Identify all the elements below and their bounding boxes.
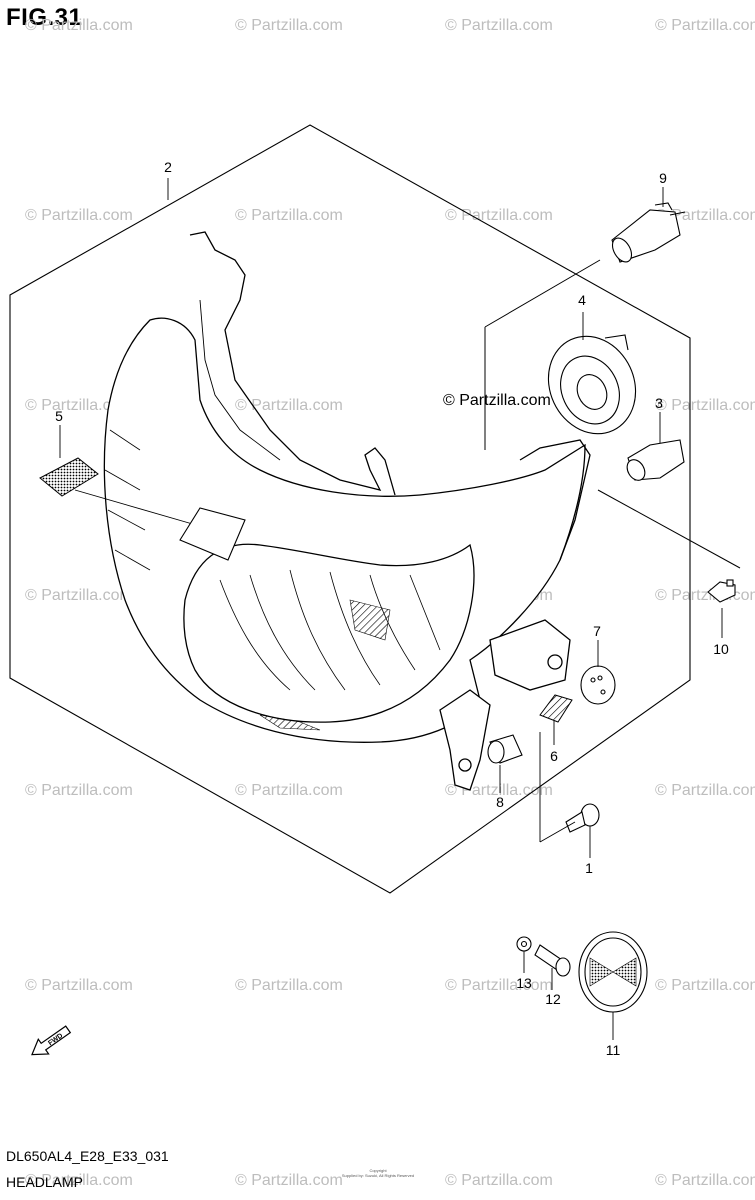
watermark-text: © Partzilla.com — [655, 207, 755, 224]
part-13-washer — [516, 936, 532, 952]
watermark-text: © Partzilla.com — [445, 782, 553, 799]
watermark-text: © Partzilla.com — [445, 977, 553, 994]
center-watermark: © Partzilla.com — [443, 392, 551, 409]
callout-7: 7 — [593, 623, 601, 639]
callout-9: 9 — [659, 170, 667, 186]
watermark-text: © Partzilla.com — [235, 1172, 343, 1189]
callout-3: 3 — [655, 395, 663, 411]
callout-4: 4 — [578, 292, 586, 308]
leader-lines — [59, 178, 723, 1040]
watermark-text: © Partzilla.com — [25, 782, 133, 799]
watermark-text: © Partzilla.com — [25, 207, 133, 224]
callout-13: 13 — [516, 975, 532, 991]
part-11-round-reflector — [578, 931, 648, 1013]
watermark-text: © Partzilla.com — [25, 1172, 133, 1189]
callout-10: 10 — [713, 641, 729, 657]
fwd-label: FWD — [47, 1032, 64, 1047]
fine-print-line-2: Supplied by: Suzuki, All Rights Reserved — [341, 1173, 415, 1178]
figure-caption: HEADLAMP — [6, 1174, 84, 1190]
callout-1: 1 — [585, 860, 593, 876]
watermark-text: © Partzilla.com — [445, 1172, 553, 1189]
watermark-text: © Partzilla.com — [655, 587, 755, 604]
watermark-text: © Partzilla.com — [235, 397, 343, 414]
part-10-wedge-bulb — [707, 579, 736, 603]
watermark-text: © Partzilla.com — [25, 397, 133, 414]
headlamp-housing — [103, 231, 591, 791]
watermark-text: © Partzilla.com — [235, 17, 343, 34]
watermark-text: © Partzilla.com — [655, 397, 755, 414]
fine-print-line-1: Copyright — [369, 1168, 387, 1173]
callout-2: 2 — [164, 159, 172, 175]
watermark-text: © Partzilla.com — [655, 1172, 755, 1189]
part-6-pad — [539, 694, 573, 723]
figure-title: FIG.31 — [6, 4, 83, 31]
watermark-text: © Partzilla.com — [25, 977, 133, 994]
assembly-boundary — [9, 124, 691, 894]
callout-12: 12 — [545, 991, 561, 1007]
watermark-text: © Partzilla.com — [235, 207, 343, 224]
watermark-text: © Partzilla.com — [235, 977, 343, 994]
part-1-screw — [565, 803, 600, 833]
socket-subassembly-box — [484, 259, 601, 328]
part-9-headlight-bulb — [611, 202, 686, 263]
forward-arrow-icon: FWD — [31, 1025, 72, 1056]
part-3-bulb-socket — [626, 439, 685, 481]
callout-6: 6 — [550, 748, 558, 764]
watermark-text: © Partzilla.com — [25, 587, 133, 604]
watermark-text: © Partzilla.com — [445, 207, 553, 224]
model-reference-code: DL650AL4_E28_E33_031 — [6, 1148, 169, 1164]
watermark-text: © Partzilla.com — [445, 17, 553, 34]
part-5-reflector — [39, 457, 246, 561]
watermark-text: © Partzilla.com — [655, 782, 755, 799]
watermark-text: © Partzilla.com — [235, 782, 343, 799]
part-4-socket-ring — [547, 334, 637, 435]
watermark-text: © Partzilla.com — [25, 17, 133, 34]
callout-5: 5 — [55, 408, 63, 424]
watermark-text: © Partzilla.com — [655, 17, 755, 34]
callout-8: 8 — [496, 794, 504, 810]
callout-11: 11 — [606, 1042, 621, 1058]
part-7-cushion — [580, 665, 616, 705]
part-12-spacer — [534, 944, 571, 977]
watermark-text: © Partzilla.com — [655, 977, 755, 994]
part-8-grommet — [487, 734, 523, 764]
fine-print: Copyright Supplied by: Suzuki, All Right… — [328, 1168, 428, 1178]
